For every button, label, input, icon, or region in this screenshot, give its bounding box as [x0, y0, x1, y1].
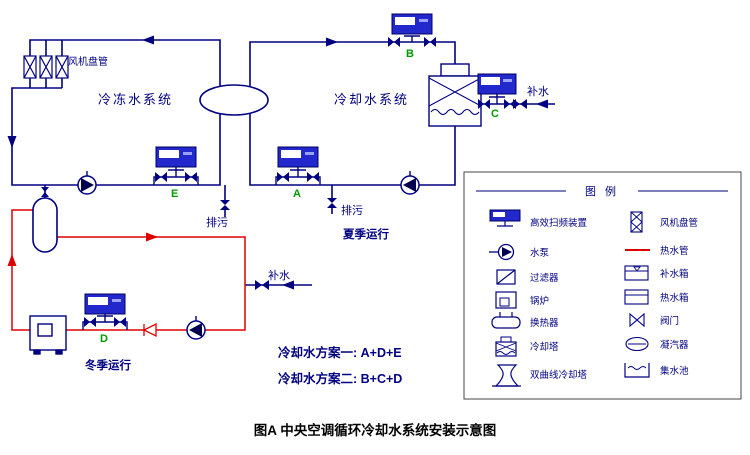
pump-cooling — [400, 171, 420, 195]
check-valve-icon — [142, 322, 157, 338]
legend-label-valve: 阀门 — [660, 315, 679, 327]
tank-valve-icon — [41, 187, 49, 197]
flow-arrow-down — [7, 136, 17, 148]
legend-collection-pool-icon — [624, 363, 650, 378]
legend-panel: 图 例 — [463, 171, 742, 400]
device-c-label: C — [491, 108, 499, 120]
legend-cooling-tower-icon — [495, 336, 517, 357]
makeup-valve-bottom-icon — [255, 280, 269, 290]
flow-arrow-left — [142, 35, 154, 45]
sweep-device-a — [275, 146, 321, 185]
makeup-arrow-bottom — [282, 280, 294, 290]
legend-label-makeup-tank: 补水箱 — [660, 268, 689, 280]
legend-hyperbolic-cooling-tower-icon — [492, 364, 521, 387]
legend-condenser-icon — [625, 336, 649, 352]
scheme-one-label: 冷却水方案一: A+D+E — [278, 345, 402, 360]
legend-label-hot-water-tank: 热水箱 — [660, 292, 689, 304]
fan-coil-label: 风机盘管 — [68, 55, 108, 68]
blowdown-left-label: 排污 — [206, 215, 228, 229]
pump-hot-water — [186, 316, 206, 340]
legend-boiler-icon — [495, 291, 517, 309]
hot-flow-arrow-up — [7, 254, 17, 266]
sweep-device-c — [477, 73, 517, 109]
winter-run-label: 冬季运行 — [85, 358, 131, 372]
sweep-device-d — [82, 293, 128, 330]
drain-valve-left-icon — [220, 200, 230, 210]
legend-pump-icon — [489, 243, 515, 261]
legend-label-fan-coil: 风机盘管 — [660, 217, 698, 229]
figure-title: 图A 中央空调循环冷却水系统安装示意图 — [254, 422, 497, 438]
device-d-label: D — [100, 333, 108, 345]
device-b-label: B — [406, 48, 414, 60]
legend-label-heat-exchanger: 换热器 — [530, 317, 559, 329]
chiller-heat-exchanger — [199, 84, 269, 116]
legend-label-boiler: 锅炉 — [530, 295, 549, 307]
drain-valve-right-icon — [327, 198, 337, 208]
cooling-system-label: 冷却水系统 — [334, 92, 409, 107]
cooling-tower — [428, 63, 482, 127]
boiler — [29, 315, 67, 355]
legend-hot-water-tank-icon — [624, 289, 649, 305]
flow-arrows — [7, 35, 548, 290]
chilled-water-pipes — [11, 39, 221, 186]
pipeline-valves — [41, 99, 527, 338]
legend-heat-exchanger-icon — [491, 312, 521, 329]
legend-sweep-device-icon — [489, 209, 521, 227]
vertical-tank — [32, 197, 58, 253]
fan-coil-units — [23, 55, 69, 79]
legend-label-cooling-tower: 冷却塔 — [530, 341, 559, 353]
legend-label-filter: 过滤器 — [530, 272, 559, 284]
legend-filter-icon — [496, 269, 516, 285]
device-e-label: E — [171, 188, 178, 200]
makeup-arrow-top — [536, 99, 548, 109]
makeup-water-bottom-label: 补水 — [268, 269, 290, 282]
legend-valve-icon — [629, 312, 645, 328]
pump-chilled — [77, 171, 97, 195]
legend-label-collection-pool: 集水池 — [660, 365, 689, 377]
sweep-device-e — [153, 146, 199, 185]
scheme-two-label: 冷却水方案二: B+C+D — [278, 371, 402, 386]
legend-label-sweep-device: 高效扫频装置 — [530, 217, 587, 229]
summer-run-label: 夏季运行 — [343, 227, 389, 241]
blowdown-right-label: 排污 — [341, 203, 363, 217]
legend-label-hot-water-pipe: 热水管 — [660, 245, 689, 257]
makeup-water-top-label: 补水 — [527, 85, 549, 98]
legend-makeup-tank-icon — [624, 265, 649, 281]
hot-flow-arrow-right — [146, 232, 158, 242]
legend-label-hyperbolic-tower: 双曲线冷却塔 — [530, 369, 588, 381]
device-a-label: A — [293, 188, 301, 200]
flow-arrow-right — [326, 37, 338, 47]
chilled-system-label: 冷冻水系统 — [98, 92, 173, 107]
legend-fan-coil-icon — [630, 211, 643, 233]
legend-label-condenser: 凝汽器 — [660, 339, 689, 351]
sweep-device-b — [388, 13, 436, 47]
legend-title: 图 例 — [585, 184, 619, 198]
legend-label-pump: 水泵 — [530, 247, 550, 259]
